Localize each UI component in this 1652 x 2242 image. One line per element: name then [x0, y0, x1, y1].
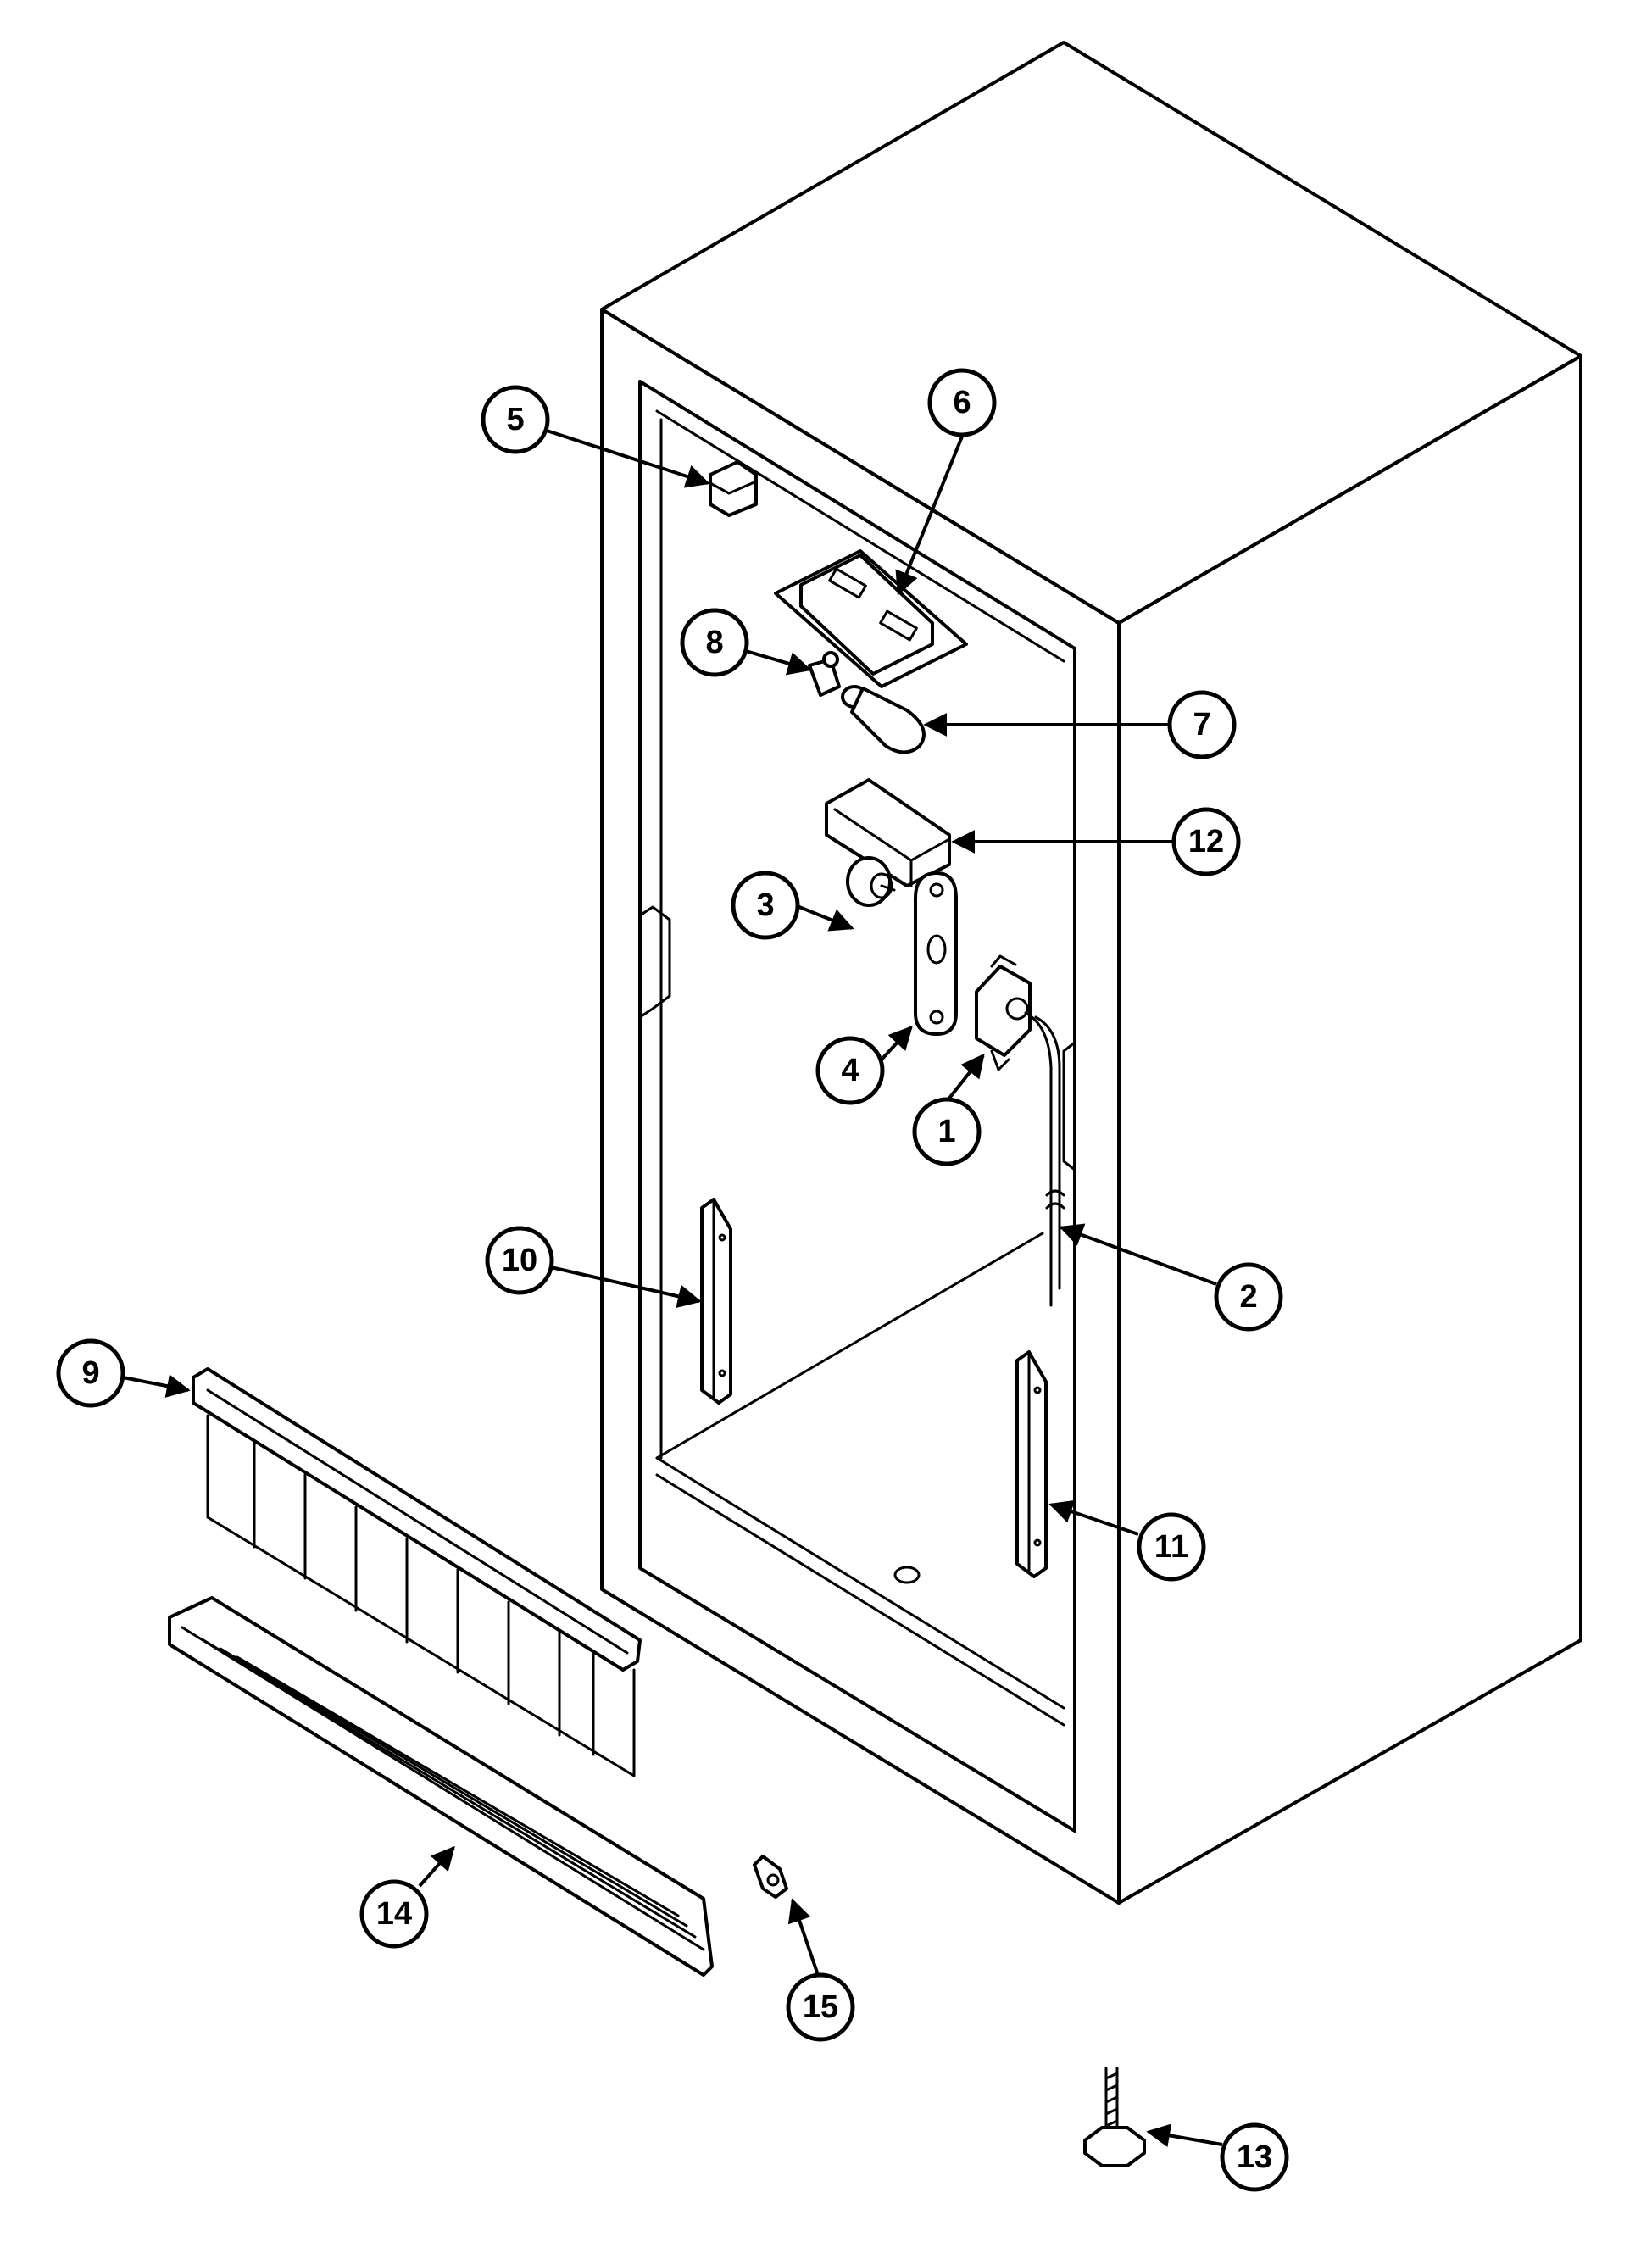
leader-3 — [794, 904, 854, 932]
part-13-leveling-leg — [1083, 2067, 1146, 2167]
part-5-relay — [709, 460, 758, 517]
leader-4 — [880, 1025, 913, 1061]
leader-11 — [1048, 1499, 1139, 1536]
part-10-shelf-support-left — [700, 1198, 732, 1405]
callout-7-label: 7 — [1193, 707, 1210, 743]
part-14-grille — [168, 1596, 714, 1977]
callout-6: 6 — [927, 368, 997, 437]
leader-1 — [946, 1053, 985, 1102]
callout-11-label: 11 — [1154, 1529, 1188, 1565]
leader-lines — [122, 429, 1223, 2148]
callout-5-label: 5 — [506, 402, 524, 437]
leader-13 — [1146, 2123, 1223, 2148]
callout-4: 4 — [815, 1036, 885, 1105]
part-12-light-shield — [825, 778, 951, 887]
callout-9-label: 9 — [81, 1355, 99, 1391]
callout-15-label: 15 — [803, 1989, 838, 2025]
callout-8: 8 — [680, 608, 749, 677]
leader-15 — [787, 1898, 820, 1976]
callout-9: 9 — [56, 1338, 125, 1408]
leader-2 — [1059, 1223, 1217, 1286]
callout-2: 2 — [1214, 1262, 1283, 1332]
callout-15: 15 — [786, 1972, 855, 2042]
callout-12: 12 — [1171, 807, 1241, 876]
part-6-light-housing — [774, 549, 968, 688]
leader-14 — [418, 1845, 455, 1888]
callout-3-label: 3 — [756, 887, 774, 923]
callout-11: 11 — [1137, 1512, 1206, 1582]
part-7-light-bulb — [850, 687, 926, 754]
part-2-capillary-tube — [1024, 1011, 1065, 1307]
callout-10-label: 10 — [502, 1243, 537, 1278]
callout-8-label: 8 — [705, 625, 723, 660]
leader-6 — [895, 436, 964, 596]
callout-4-label: 4 — [841, 1053, 859, 1088]
callout-1: 1 — [912, 1097, 982, 1166]
callout-13: 13 — [1220, 2122, 1289, 2192]
part-9-kickplate-frame — [192, 1367, 642, 1777]
callout-14: 14 — [359, 1879, 429, 1949]
callout-5: 5 — [481, 385, 550, 454]
callout-14-label: 14 — [376, 1896, 412, 1932]
part-4-control-plate — [914, 871, 958, 1036]
callout-13-label: 13 — [1237, 2139, 1272, 2175]
callout-1-label: 1 — [937, 1114, 955, 1149]
leader-5 — [546, 429, 710, 488]
callout-3: 3 — [731, 871, 800, 940]
cabinet — [600, 41, 1582, 1905]
leader-10 — [550, 1266, 702, 1309]
part-15-clip — [753, 1855, 788, 1899]
callout-10: 10 — [485, 1226, 554, 1295]
part-1-thermostat — [975, 954, 1032, 1071]
callout-12-label: 12 — [1188, 824, 1224, 860]
part-11-shelf-support-right — [1015, 1350, 1048, 1578]
part-3-thermostat-knob — [846, 856, 896, 907]
callout-7: 7 — [1167, 690, 1237, 759]
leader-8 — [745, 649, 812, 676]
leader-9 — [122, 1374, 191, 1398]
callout-6-label: 6 — [953, 385, 971, 420]
callout-2-label: 2 — [1239, 1279, 1257, 1315]
